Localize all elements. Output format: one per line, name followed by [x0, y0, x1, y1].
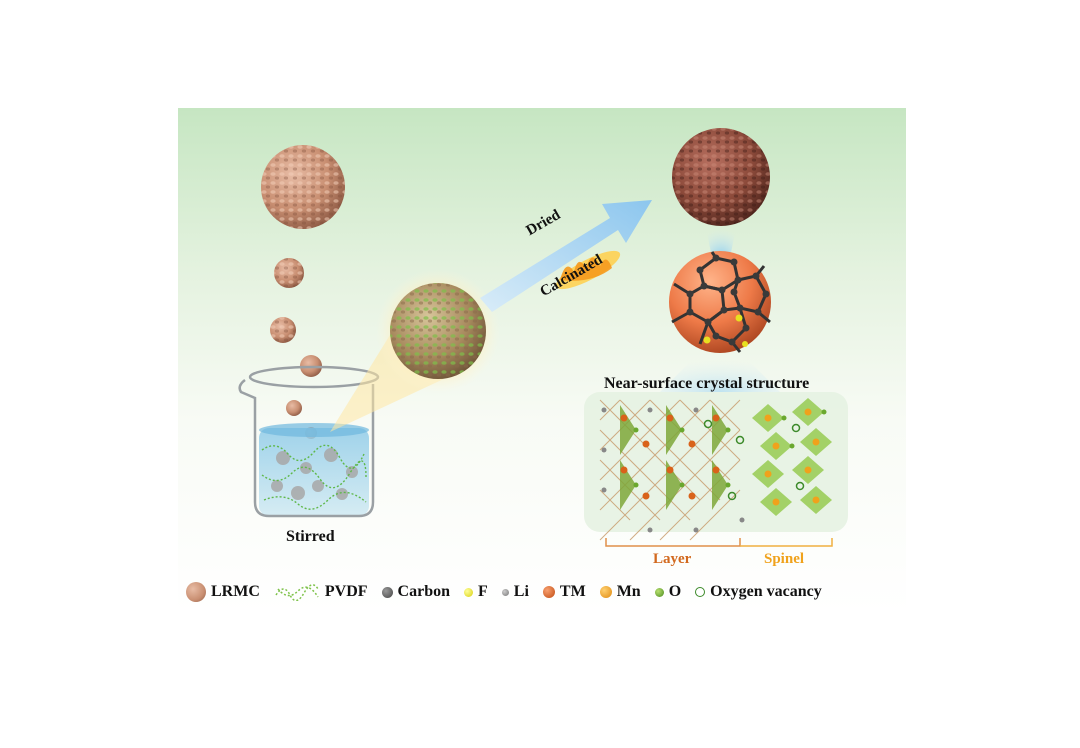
process-arrow	[480, 200, 652, 312]
stirred-label: Stirred	[286, 528, 335, 545]
oxygen-icon	[654, 587, 664, 597]
layer-label: Layer	[653, 551, 692, 567]
legend-item-f: F	[464, 583, 488, 601]
legend-item-li: Li	[501, 583, 529, 601]
legend: LRMC PVDF Carbon F Li TM Mn O Oxygen vac…	[186, 580, 901, 604]
calcined-particle	[672, 128, 770, 226]
flame-icon	[555, 250, 621, 290]
manganese-icon	[599, 586, 612, 598]
fluorine-icon	[464, 587, 473, 597]
legend-item-pvdf: PVDF	[274, 583, 368, 601]
crystal-structure	[584, 392, 848, 541]
lithium-icon	[501, 588, 509, 596]
legend-item-mn: Mn	[599, 583, 641, 601]
spinel-bracket	[740, 538, 833, 547]
spinel-label: Spinel	[764, 551, 805, 567]
legend-item-carbon: Carbon	[381, 583, 450, 601]
tm-icon	[542, 586, 555, 598]
oxygen-vacancy-icon	[695, 587, 706, 597]
zoom-beam-2	[660, 352, 780, 392]
falling-particles	[261, 145, 345, 439]
legend-item-o: O	[654, 583, 681, 601]
carbon-icon	[381, 586, 393, 598]
carbon-coated-sphere	[669, 251, 771, 353]
legend-item-tm: TM	[542, 583, 586, 601]
lrmc-icon	[186, 582, 206, 602]
crystal-structure-title: Near-surface crystal structure	[604, 375, 810, 392]
legend-item-lrmc: LRMC	[186, 582, 260, 602]
zoom-beam	[705, 222, 737, 258]
pvdf-icon	[275, 584, 319, 601]
layer-bracket	[605, 538, 741, 547]
legend-item-vacancy: Oxygen vacancy	[695, 583, 822, 601]
coated-particle	[390, 283, 486, 379]
